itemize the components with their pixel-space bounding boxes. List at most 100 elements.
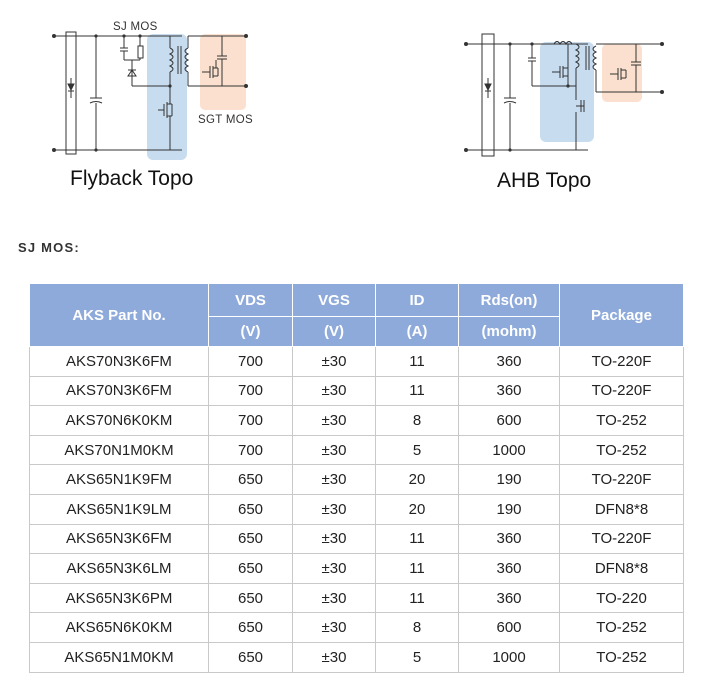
unit-id: (A) — [375, 316, 459, 347]
ahb-topology-diagram — [462, 30, 672, 160]
cell-part-no: AKS70N3K6FM — [29, 346, 209, 377]
cell-part-no: AKS65N3K6PM — [29, 583, 209, 614]
cell-vds: 650 — [208, 553, 293, 584]
cell-vds: 650 — [208, 612, 293, 643]
cell-vgs: ±30 — [292, 583, 376, 614]
cell-package: TO-220F — [559, 376, 684, 407]
cell-vds: 650 — [208, 642, 293, 673]
cell-vds: 700 — [208, 435, 293, 466]
sj-mos-highlight — [540, 42, 594, 142]
table-unit-row: (V) (V) (A) (mohm) — [30, 316, 684, 347]
cell-rds-on: 190 — [458, 464, 560, 495]
cell-id: 8 — [375, 612, 459, 643]
unit-vgs: (V) — [292, 316, 376, 347]
cell-rds-on: 360 — [458, 524, 560, 555]
cell-part-no: AKS65N1M0KM — [29, 642, 209, 673]
cell-id: 20 — [375, 464, 459, 495]
cell-id: 5 — [375, 435, 459, 466]
table-header-row: AKS Part No. VDS VGS ID Rds(on) Package — [29, 283, 684, 347]
cell-rds-on: 360 — [458, 376, 560, 407]
cell-part-no: AKS65N1K9FM — [29, 464, 209, 495]
cell-rds-on: 600 — [458, 612, 560, 643]
sj-mos-spec-table: AKS Part No. VDS VGS ID Rds(on) Package … — [29, 283, 684, 673]
cell-vgs: ±30 — [292, 553, 376, 584]
cell-part-no: AKS65N1K9LM — [29, 494, 209, 525]
cell-package: TO-252 — [559, 435, 684, 466]
header-part-no: AKS Part No. — [29, 283, 209, 347]
cell-vds: 700 — [208, 405, 293, 436]
cell-rds-on: 1000 — [458, 642, 560, 673]
cell-vgs: ±30 — [292, 494, 376, 525]
cell-rds-on: 360 — [458, 346, 560, 377]
cell-package: TO-220 — [559, 583, 684, 614]
cell-package: TO-252 — [559, 612, 684, 643]
cell-vgs: ±30 — [292, 464, 376, 495]
cell-package: TO-252 — [559, 405, 684, 436]
sgt-mos-highlight — [200, 34, 246, 110]
cell-id: 20 — [375, 494, 459, 525]
cell-part-no: AKS70N6K0KM — [29, 405, 209, 436]
header-package: Package — [559, 283, 684, 347]
cell-package: DFN8*8 — [559, 494, 684, 525]
unit-rds: (mohm) — [458, 316, 560, 347]
cell-id: 11 — [375, 346, 459, 377]
cell-vgs: ±30 — [292, 435, 376, 466]
flyback-topo-label: Flyback Topo — [70, 167, 194, 190]
cell-vgs: ±30 — [292, 612, 376, 643]
cell-part-no: AKS65N6K0KM — [29, 612, 209, 643]
sj-mos-annotation: SJ MOS — [113, 21, 158, 33]
cell-part-no: AKS70N3K6FM — [29, 376, 209, 407]
cell-rds-on: 1000 — [458, 435, 560, 466]
cell-id: 8 — [375, 405, 459, 436]
cell-vds: 650 — [208, 583, 293, 614]
cell-package: DFN8*8 — [559, 553, 684, 584]
cell-rds-on: 360 — [458, 583, 560, 614]
header-vgs: VGS — [292, 283, 376, 317]
header-vds: VDS — [208, 283, 293, 317]
unit-vds: (V) — [208, 316, 293, 347]
cell-part-no: AKS65N3K6FM — [29, 524, 209, 555]
flyback-topology-diagram — [50, 18, 270, 168]
sgt-mos-annotation: SGT MOS — [198, 114, 253, 126]
header-id: ID — [375, 283, 459, 317]
cell-vds: 650 — [208, 494, 293, 525]
cell-id: 11 — [375, 524, 459, 555]
cell-package: TO-252 — [559, 642, 684, 673]
cell-vds: 700 — [208, 376, 293, 407]
cell-id: 11 — [375, 553, 459, 584]
sj-mos-highlight — [147, 34, 187, 160]
cell-rds-on: 360 — [458, 553, 560, 584]
cell-package: TO-220F — [559, 464, 684, 495]
cell-package: TO-220F — [559, 524, 684, 555]
cell-vds: 650 — [208, 524, 293, 555]
section-title: SJ MOS: — [18, 240, 80, 255]
cell-part-no: AKS70N1M0KM — [29, 435, 209, 466]
cell-vds: 700 — [208, 346, 293, 377]
cell-id: 11 — [375, 376, 459, 407]
cell-vgs: ±30 — [292, 405, 376, 436]
cell-vds: 650 — [208, 464, 293, 495]
cell-part-no: AKS65N3K6LM — [29, 553, 209, 584]
cell-id: 11 — [375, 583, 459, 614]
cell-rds-on: 600 — [458, 405, 560, 436]
cell-vgs: ±30 — [292, 376, 376, 407]
sgt-mos-highlight — [602, 44, 642, 102]
ahb-topo-label: AHB Topo — [497, 169, 592, 192]
cell-id: 5 — [375, 642, 459, 673]
cell-rds-on: 190 — [458, 494, 560, 525]
header-rds: Rds(on) — [458, 283, 560, 317]
cell-vgs: ±30 — [292, 346, 376, 377]
cell-vgs: ±30 — [292, 524, 376, 555]
cell-vgs: ±30 — [292, 642, 376, 673]
cell-package: TO-220F — [559, 346, 684, 377]
